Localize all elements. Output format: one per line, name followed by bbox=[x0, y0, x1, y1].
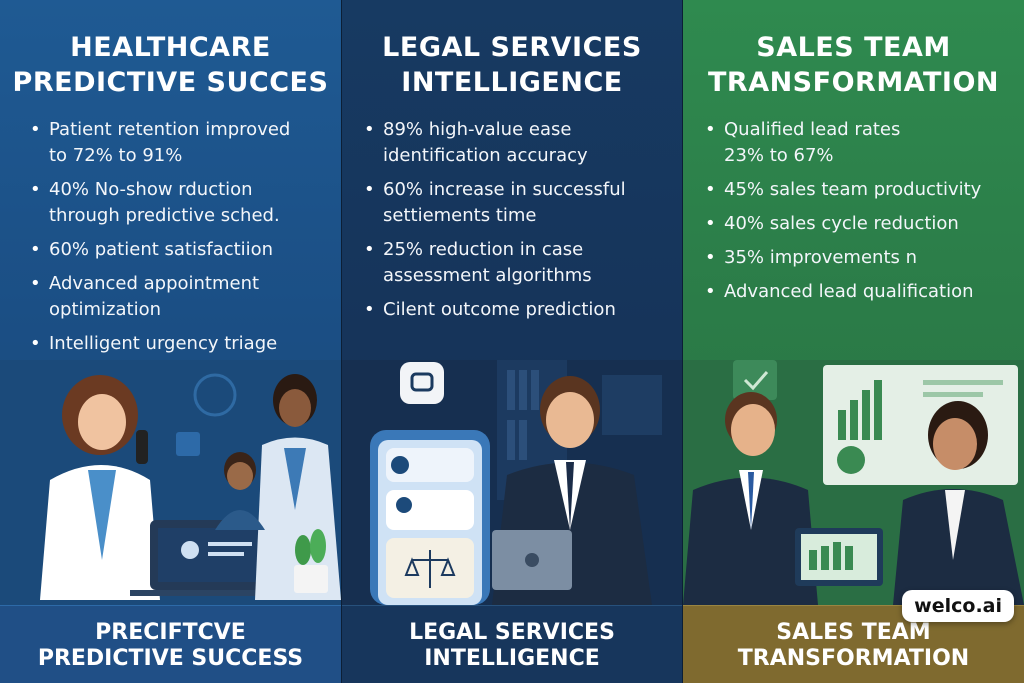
plant-icon bbox=[294, 529, 328, 593]
legal-footer: LEGAL SERVICES INTELLIGENCE bbox=[342, 605, 682, 683]
user-avatar-icon bbox=[391, 456, 409, 474]
bullet-item: 40% sales cycle reduction bbox=[705, 211, 1010, 237]
tablet-icon bbox=[795, 528, 883, 586]
bullet-item: Intelligent urgency triage bbox=[30, 331, 327, 357]
client-icon bbox=[396, 497, 412, 513]
bullet-item: 45% sales team productivity bbox=[705, 177, 1010, 203]
saleswoman-figure bbox=[893, 401, 1024, 605]
laptop-icon bbox=[130, 520, 290, 596]
sales-title: SALES TEAM TRANSFORMATION bbox=[707, 32, 999, 98]
legal-title: LEGAL SERVICES INTELLIGENCE bbox=[382, 32, 642, 98]
wall-clock-icon bbox=[193, 373, 237, 417]
phone-icon bbox=[136, 430, 148, 464]
sales-illustration bbox=[683, 360, 1024, 605]
sales-panel: SALES TEAM TRANSFORMATION Qualified lead… bbox=[683, 0, 1024, 683]
legal-illustration bbox=[342, 360, 682, 605]
smartphone-icon bbox=[370, 430, 490, 605]
patient-chart-icon bbox=[176, 432, 200, 456]
salesman-figure bbox=[683, 392, 818, 605]
child-figure bbox=[215, 452, 265, 530]
laptop-icon bbox=[492, 530, 572, 590]
healthcare-illustration bbox=[0, 360, 341, 605]
healthcare-footer: PRECIFTCVE PREDICTIVE SUCCESS bbox=[0, 605, 341, 683]
bullet-item: Advanced lead qualification bbox=[705, 279, 1010, 305]
doctor-figure bbox=[40, 375, 160, 600]
robot-chat-icon bbox=[400, 362, 444, 404]
legal-panel: LEGAL SERVICES INTELLIGENCE 89% high-val… bbox=[341, 0, 683, 683]
wall-scales-icon bbox=[602, 375, 662, 435]
scales-of-justice-icon bbox=[404, 550, 456, 588]
bullet-item: 60% patient satisfactiion bbox=[30, 237, 327, 263]
bullet-item: Cilent outcome prediction bbox=[364, 297, 668, 323]
whiteboard-chart bbox=[823, 365, 1018, 485]
checkmark-board-icon bbox=[733, 360, 777, 400]
welco-logo: welco.ai bbox=[902, 590, 1014, 622]
bullet-item: 35% improvements n bbox=[705, 245, 1010, 271]
healthcare-panel: HEALTHCARE PREDICTIVE SUCCES Patient ret… bbox=[0, 0, 341, 683]
healthcare-title: HEALTHCARE PREDICTIVE SUCCES bbox=[12, 32, 329, 98]
